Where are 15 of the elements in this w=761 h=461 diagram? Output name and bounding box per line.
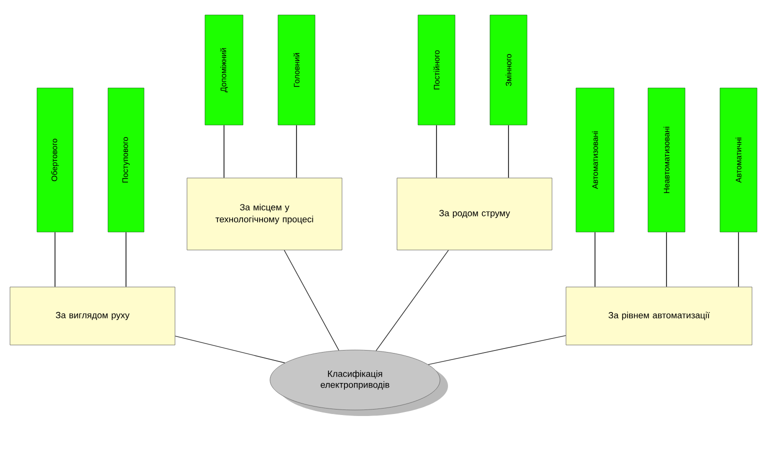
connector-line [738,232,739,288]
connector-line [376,250,449,352]
connector-line [428,335,566,365]
category-box: За родом струму [396,178,552,250]
connector-line [436,124,437,178]
connector-line [666,232,667,288]
connector-line [508,124,509,178]
category-box: За рівнем автоматизації [566,286,752,346]
connector-line [174,336,286,364]
connector-line [54,232,56,288]
connector-line [594,232,596,288]
connector-line [284,250,340,351]
connector-line [296,124,297,178]
category-box: За виглядом руху [10,286,176,346]
category-box: За місцем у технологічному процесі [186,178,342,250]
